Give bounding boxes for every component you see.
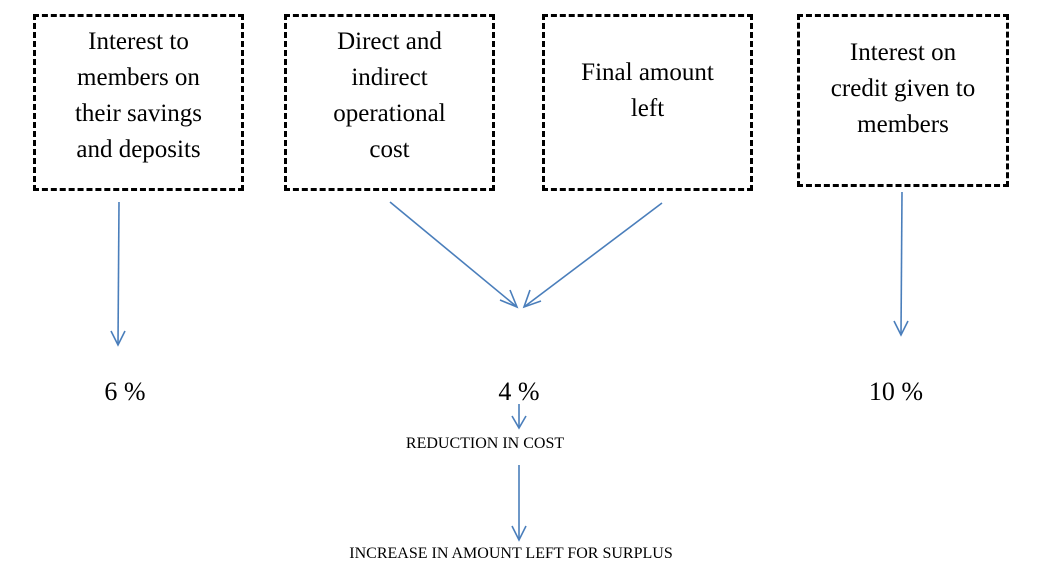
credit-interest-box: Interest on credit given to members [797, 14, 1009, 187]
savings-interest-label: Interest to members on their savings and… [74, 28, 203, 163]
arrow-cost-to-percent [389, 201, 519, 309]
combined-percentage: 4 % [498, 377, 540, 406]
credit-percentage: 10 % [868, 377, 924, 406]
operational-cost-box: Direct and indirect operational cost [284, 14, 495, 191]
arrow-reduction-to-increase [511, 465, 527, 542]
reduction-caption: REDUCTION IN COST [405, 435, 565, 452]
savings-interest-box: Interest to members on their savings and… [33, 14, 244, 191]
savings-percentage: 6 % [104, 377, 146, 406]
arrow-credit-to-percent [893, 191, 909, 337]
final-amount-box: Final amount left [542, 14, 753, 191]
arrow-final-to-percent [522, 202, 663, 309]
arrow-savings-to-percent [110, 201, 126, 347]
operational-cost-label: Direct and indirect operational cost [333, 28, 446, 163]
credit-interest-label: Interest on credit given to members [830, 39, 976, 138]
increase-caption: INCREASE IN AMOUNT LEFT FOR SURPLUS [349, 545, 673, 562]
arrow-percent-to-reduction [511, 404, 527, 430]
final-amount-label: Final amount left [581, 59, 714, 122]
